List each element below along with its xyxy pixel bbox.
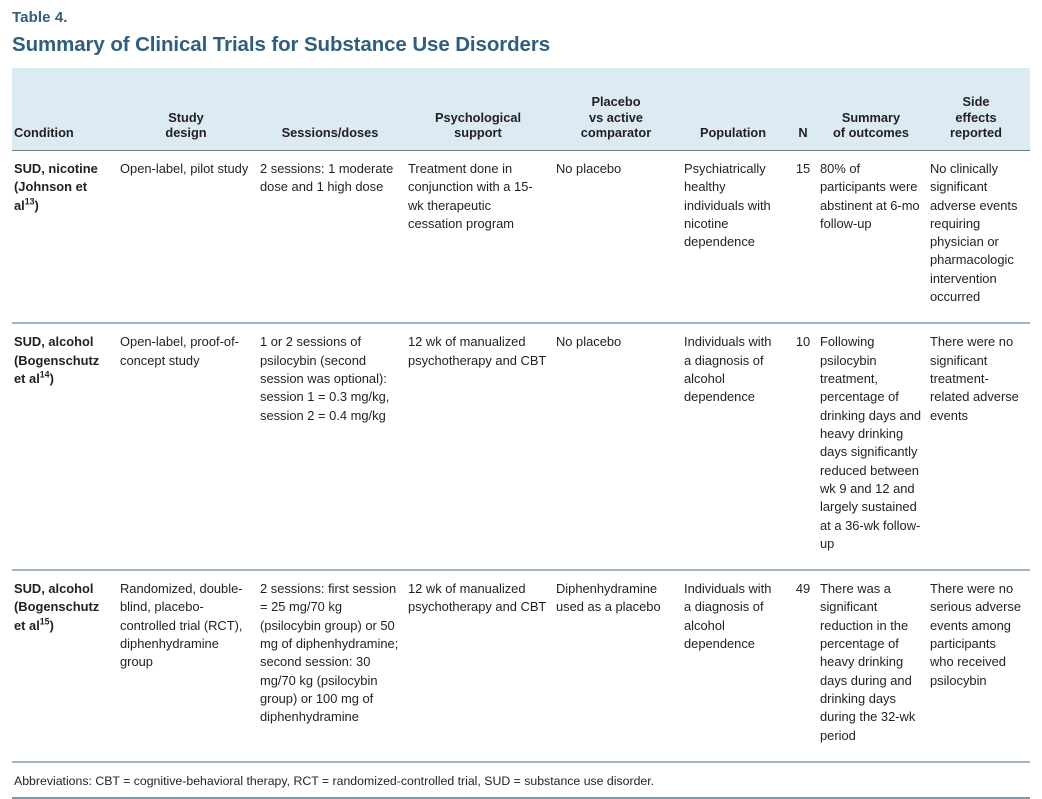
cell-placebo-comparator: No placebo — [556, 323, 684, 572]
table-footnote-abbreviations: Abbreviations: CBT = cognitive-behaviora… — [12, 763, 1030, 799]
table-row: SUD, alcohol (Bogenschutz et al15) Rando… — [12, 570, 1030, 763]
cell-psychological-support: Treatment done in conjunction with a 15-… — [408, 150, 556, 325]
cell-population: Psychiatrically healthy individuals with… — [684, 150, 790, 325]
cell-sessions-doses: 2 sessions: first session = 25 mg/70 kg … — [260, 570, 408, 763]
table-body: SUD, nicotine (Johnson et al13) Open-lab… — [12, 150, 1030, 763]
cell-n: 49 — [790, 570, 820, 763]
table-label: Table 4. — [12, 9, 68, 26]
reference-superscript[interactable]: 13 — [24, 196, 35, 207]
cell-study-design: Open-label, pilot study — [120, 150, 260, 325]
column-header-population[interactable]: Population — [684, 94, 790, 151]
cell-sessions-doses: 2 sessions: 1 moderate dose and 1 high d… — [260, 150, 408, 325]
reference-superscript[interactable]: 15 — [39, 616, 50, 627]
cell-population: Individuals with a diagnosis of alcohol … — [684, 570, 790, 763]
cell-side-effects: There were no significant treatment-rela… — [930, 323, 1030, 572]
cell-psychological-support: 12 wk of manualized psychotherapy and CB… — [408, 570, 556, 763]
page-title: Summary of Clinical Trials for Substance… — [12, 32, 551, 56]
cell-sessions-doses: 1 or 2 sessions of psilocybin (second se… — [260, 323, 408, 572]
cell-psychological-support: 12 wk of manualized psychotherapy and CB… — [408, 323, 556, 572]
column-header-condition[interactable]: Condition — [12, 94, 120, 151]
cell-n: 10 — [790, 323, 820, 572]
cell-condition: SUD, alcohol (Bogenschutz et al15) — [12, 570, 120, 763]
header-spacer-row — [12, 68, 1030, 95]
cell-population: Individuals with a diagnosis of alcohol … — [684, 323, 790, 572]
table-row: SUD, nicotine (Johnson et al13) Open-lab… — [12, 150, 1030, 325]
cell-condition: SUD, alcohol (Bogenschutz et al14) — [12, 323, 120, 572]
cell-study-design: Open-label, proof-of-concept study — [120, 323, 260, 572]
reference-superscript[interactable]: 14 — [39, 369, 50, 380]
cell-summary-of-outcomes: Following psilocybin treatment, percenta… — [820, 323, 930, 572]
cell-placebo-comparator: No placebo — [556, 150, 684, 325]
cell-side-effects: There were no serious adverse events amo… — [930, 570, 1030, 763]
cell-study-design: Randomized, double-blind, placebo-contro… — [120, 570, 260, 763]
cell-condition: SUD, nicotine (Johnson et al13) — [12, 150, 120, 325]
column-header-sessions-doses[interactable]: Sessions/doses — [260, 94, 408, 151]
table-page: Table 4. Summary of Clinical Trials for … — [12, 9, 1030, 799]
cell-side-effects: No clinically significant adverse events… — [930, 150, 1030, 325]
header-band — [12, 68, 1030, 95]
cell-summary-of-outcomes: There was a significant reduction in the… — [820, 570, 930, 763]
cell-summary-of-outcomes: 80% of participants were abstinent at 6-… — [820, 150, 930, 325]
table-row: SUD, alcohol (Bogenschutz et al14) Open-… — [12, 323, 1030, 572]
cell-placebo-comparator: Diphenhydramine used as a placebo — [556, 570, 684, 763]
column-header-n[interactable]: N — [790, 94, 820, 151]
cell-n: 15 — [790, 150, 820, 325]
